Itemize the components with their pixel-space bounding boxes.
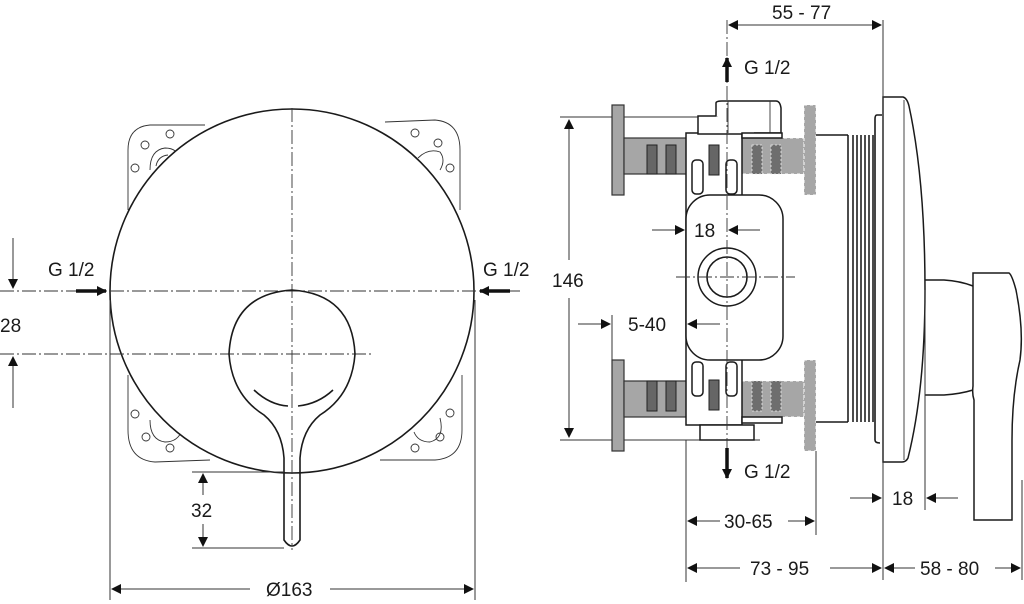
height-146-label: 146 [552, 271, 584, 292]
inlet-right-label: G 1/2 [483, 260, 529, 281]
depth-55-77-label: 55 - 77 [772, 3, 831, 24]
inlet-left-label: G 1/2 [48, 260, 94, 281]
right-flange-top [803, 104, 817, 196]
projection-58-80-label: 58 - 80 [920, 559, 979, 580]
diameter-label: Ø163 [266, 580, 312, 601]
outlet-top-label: G 1/2 [744, 58, 790, 79]
lever-32-label: 32 [191, 501, 212, 522]
left-flange-top [611, 104, 625, 196]
rosette-18-label: 18 [892, 489, 913, 510]
adjust-5-40-label: 5-40 [628, 315, 666, 336]
lever-side-profile [971, 272, 1023, 521]
mounting-plate-bottom-right [380, 375, 463, 461]
wall-73-95-label: 73 - 95 [750, 559, 809, 580]
port-offset-18-label: 18 [694, 221, 715, 242]
mounting-plate-bottom-left [127, 375, 211, 463]
body-30-65-label: 30-65 [724, 512, 773, 533]
mounting-plate-top-right [384, 119, 461, 210]
front-view: G 1/2 G 1/2 28 32 Ø163 [0, 108, 529, 601]
offset-28-label: 28 [0, 316, 21, 337]
left-flange-bottom [611, 359, 625, 452]
outlet-bottom-label: G 1/2 [744, 462, 790, 483]
side-view: 146 [552, 3, 1023, 582]
thread-lines [847, 135, 874, 422]
lever-handle [228, 289, 356, 547]
right-flange-bottom [803, 359, 817, 452]
